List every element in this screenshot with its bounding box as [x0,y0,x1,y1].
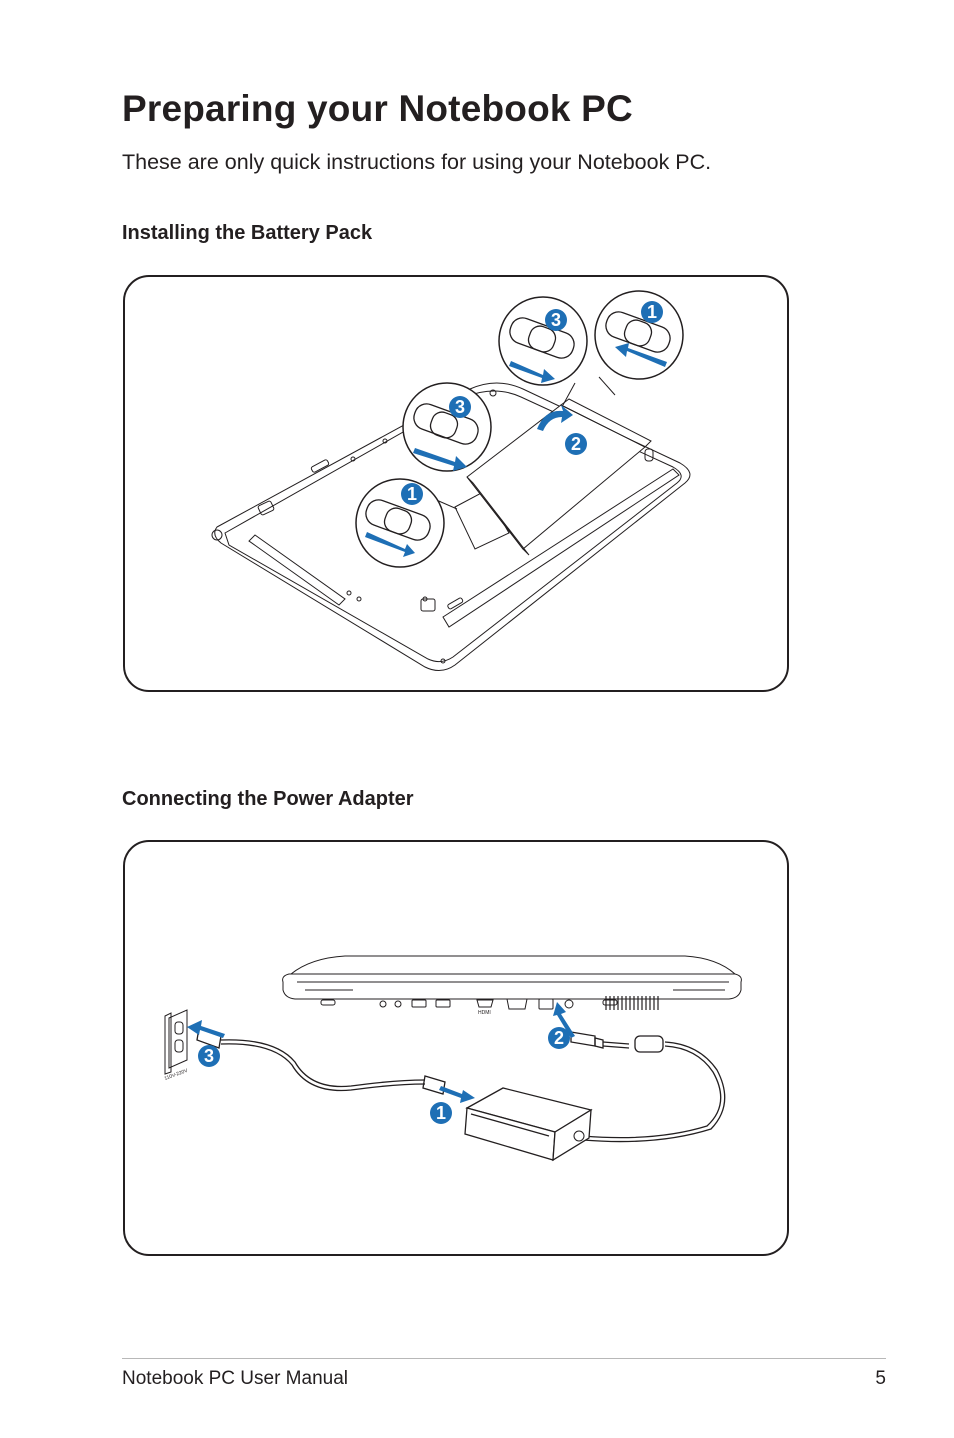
step-badge-2 [565,433,587,455]
step-label: 1 [647,302,657,322]
step-badge-1 [430,1102,452,1124]
step-label: 2 [571,434,581,454]
step-label: 1 [436,1103,446,1123]
step-label: 3 [455,397,465,417]
intro-text: These are only quick instructions for us… [122,150,712,174]
power-adapter-figure: HDMI 110V-220V [123,840,789,1256]
outlet-voltage-label: 110V-220V [164,1068,190,1082]
battery-installation-illustration: 1 2 3 3 1 [211,290,691,671]
step-label: 3 [551,310,561,330]
power-section-heading: Connecting the Power Adapter [122,788,414,810]
step-badge-1 [401,483,423,505]
footer-divider [122,1358,886,1359]
page-number: 5 [875,1368,886,1389]
page-title: Preparing your Notebook PC [122,88,633,129]
battery-installation-figure: 1 2 3 3 1 [123,275,789,692]
step-badge-2 [548,1027,570,1049]
step-label: 3 [204,1046,214,1066]
step-badge-3 [198,1045,220,1067]
power-adapter-illustration: HDMI 110V-220V [164,955,742,1162]
step-badge-3 [545,309,567,331]
step-badge-3 [449,396,471,418]
step-label: 1 [407,484,417,504]
step-badge-1 [641,301,663,323]
footer-manual-name: Notebook PC User Manual [122,1368,348,1389]
battery-section-heading: Installing the Battery Pack [122,222,373,244]
hdmi-port-label: HDMI [478,1010,491,1016]
step-label: 2 [554,1028,564,1048]
